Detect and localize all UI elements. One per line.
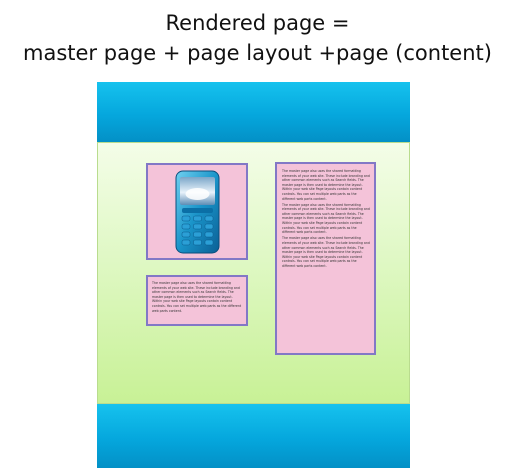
master-page-footer-band [97, 404, 410, 468]
content-text-box-small: The master page also uses the shared for… [146, 275, 248, 326]
diagram-title-line-2: master page + page layout +page (content… [23, 41, 492, 65]
content-text-box-tall: The master page also uses the shared for… [275, 162, 376, 355]
diagram-title-line-1: Rendered page = [165, 11, 350, 35]
content-paragraph: The master page also uses the shared for… [282, 202, 370, 235]
content-text-tall: The master page also uses the shared for… [282, 169, 370, 349]
mobile-phone-icon [175, 170, 220, 254]
content-image-box [146, 163, 248, 260]
master-page-header-band [97, 82, 410, 142]
content-paragraph: The master page also uses the shared for… [282, 236, 370, 268]
content-text-small: The master page also uses the shared for… [152, 281, 242, 313]
content-paragraph: The master page also uses the shared for… [282, 169, 370, 201]
